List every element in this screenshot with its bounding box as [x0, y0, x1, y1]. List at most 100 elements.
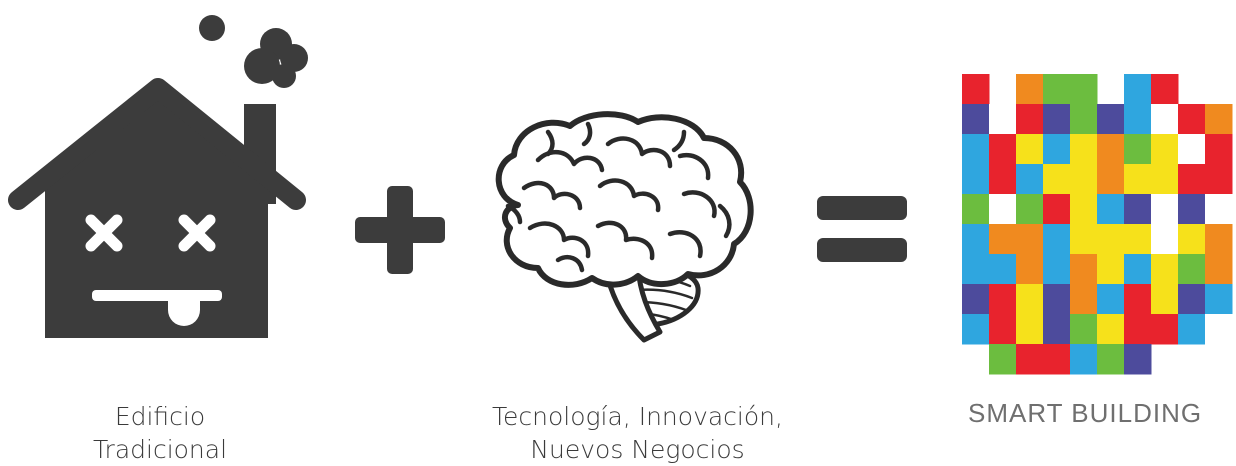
- logo-tile: [1016, 284, 1044, 315]
- logo-tile: [1151, 164, 1179, 195]
- sad-house-icon: [8, 15, 308, 338]
- logo-tile: [1205, 104, 1233, 135]
- logo-tile: [962, 224, 990, 255]
- logo-tile: [1097, 284, 1125, 315]
- logo-tile: [1178, 254, 1206, 285]
- logo-tile: [1070, 224, 1098, 255]
- logo-caption: SMART BUILDING: [968, 398, 1203, 428]
- logo-tile: [1151, 74, 1179, 105]
- logo-tile: [1151, 194, 1179, 225]
- logo-tile: [1043, 74, 1071, 105]
- logo-tile: [1124, 314, 1152, 345]
- logo-tile: [1124, 164, 1152, 195]
- logo-tile: [1070, 194, 1098, 225]
- logo-tile: [1178, 224, 1206, 255]
- logo-tile: [1097, 194, 1125, 225]
- logo-tile: [1016, 224, 1044, 255]
- house-caption-line-2: Tradicional: [92, 435, 228, 464]
- logo-tile: [1124, 284, 1152, 315]
- logo-tile: [1016, 254, 1044, 285]
- logo-tile: [1151, 254, 1179, 285]
- logo-tile: [1043, 314, 1071, 345]
- logo-tile: [1043, 134, 1071, 165]
- logo-tile: [962, 134, 990, 165]
- logo-tile: [1070, 164, 1098, 195]
- logo-tile: [1178, 284, 1206, 315]
- logo-tile: [1205, 314, 1233, 345]
- logo-tile: [1124, 194, 1152, 225]
- logo-tile: [1097, 224, 1125, 255]
- logo-tile: [962, 104, 990, 135]
- logo-tile: [962, 74, 990, 105]
- brain-caption-line-1: Tecnología, Innovación,: [492, 402, 783, 431]
- logo-tile: [1043, 104, 1071, 135]
- house-caption: Edificio Tradicional: [55, 400, 265, 466]
- logo-tile: [1043, 194, 1071, 225]
- brain-caption-line-2: Nuevos Negocios: [530, 435, 745, 464]
- logo-tile: [1151, 224, 1179, 255]
- smart-building-logo: [962, 74, 1233, 375]
- logo-tile: [962, 284, 990, 315]
- logo-tile: [1097, 344, 1125, 375]
- logo-tile: [1151, 284, 1179, 315]
- logo-tile: [962, 164, 990, 195]
- logo-tile: [1043, 164, 1071, 195]
- logo-tile: [1124, 134, 1152, 165]
- logo-tile: [962, 254, 990, 285]
- logo-tile: [1151, 314, 1179, 345]
- logo-tile: [1124, 74, 1152, 105]
- logo-tile: [989, 134, 1017, 165]
- logo-tile: [1097, 104, 1125, 135]
- logo-tile: [989, 284, 1017, 315]
- logo-tile: [1205, 164, 1233, 195]
- logo-tile: [1016, 344, 1044, 375]
- logo-tile: [1070, 74, 1098, 105]
- logo-tile: [1016, 74, 1044, 105]
- equals-icon: [817, 196, 907, 262]
- logo-tile: [989, 314, 1017, 345]
- logo-tile: [1016, 104, 1044, 135]
- logo-tile: [1151, 104, 1179, 135]
- logo-tile: [1016, 194, 1044, 225]
- logo-tile: [1043, 254, 1071, 285]
- plus-icon: [355, 186, 445, 274]
- logo-tile: [962, 194, 990, 225]
- logo-tile: [1205, 194, 1233, 225]
- logo-tile: [1178, 104, 1206, 135]
- logo-tile: [1070, 254, 1098, 285]
- logo-tile: [1205, 254, 1233, 285]
- brain-caption: Tecnología, Innovación, Nuevos Negocios: [455, 400, 820, 466]
- logo-tile: [1178, 314, 1206, 345]
- logo-tile: [1178, 194, 1206, 225]
- logo-tile: [989, 224, 1017, 255]
- logo-tile: [1043, 344, 1071, 375]
- logo-tile: [989, 104, 1017, 135]
- logo-tile: [1097, 314, 1125, 345]
- logo-tile: [1070, 104, 1098, 135]
- logo-tile: [1070, 284, 1098, 315]
- logo-tile: [1097, 164, 1125, 195]
- logo-tile: [1043, 284, 1071, 315]
- logo-tile: [1124, 254, 1152, 285]
- logo-tile: [1097, 254, 1125, 285]
- logo-tile: [1070, 344, 1098, 375]
- logo-tile: [1124, 344, 1152, 375]
- logo-tile: [1097, 134, 1125, 165]
- brain-icon: [495, 111, 754, 343]
- logo-tile: [1124, 224, 1152, 255]
- logo-tile: [1070, 134, 1098, 165]
- logo-tile: [962, 314, 990, 345]
- logo-tile: [989, 254, 1017, 285]
- logo-tile: [1070, 314, 1098, 345]
- logo-tile: [1205, 284, 1233, 315]
- logo-tile: [1016, 134, 1044, 165]
- house-caption-line-1: Edificio: [114, 402, 206, 431]
- logo-tile: [1178, 164, 1206, 195]
- logo-tile: [989, 194, 1017, 225]
- logo-tile: [1205, 224, 1233, 255]
- logo-tile: [989, 344, 1017, 375]
- logo-tile: [1016, 164, 1044, 195]
- logo-tile: [1178, 134, 1206, 165]
- logo-tile: [1043, 224, 1071, 255]
- logo-tile: [1016, 314, 1044, 345]
